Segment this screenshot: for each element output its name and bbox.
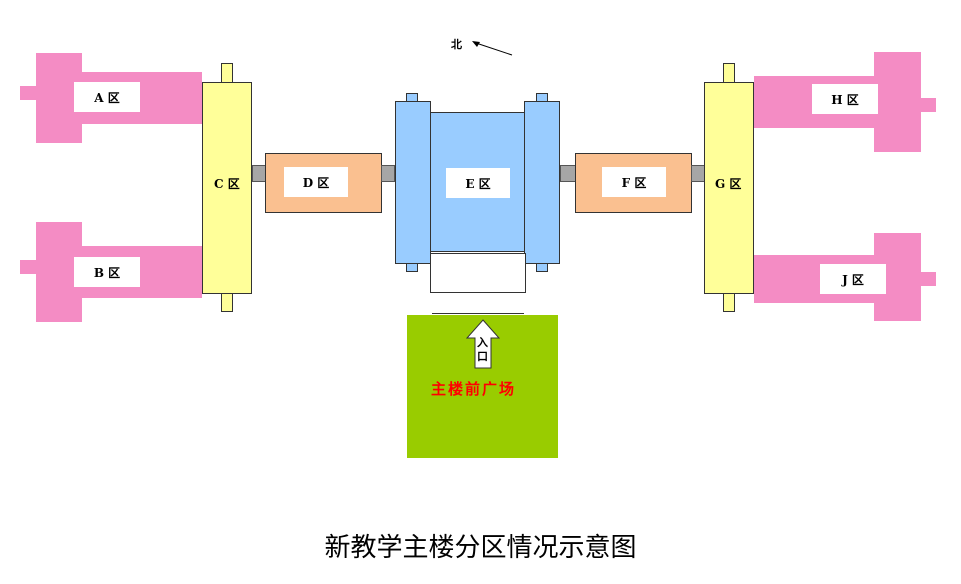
- zone-c-tab-top: [221, 63, 233, 83]
- connector-f-g: [691, 165, 705, 182]
- zone-h-outer: [874, 52, 921, 152]
- connector-d-e: [381, 165, 395, 182]
- zone-c-tab-bottom: [221, 292, 233, 312]
- zone-j-stub: [919, 272, 936, 286]
- zone-h-label: H 区: [812, 84, 878, 114]
- plaza-label: 主楼前广场: [431, 380, 517, 398]
- zone-f-label: F 区: [602, 167, 666, 197]
- zone-c-label: C 区: [214, 177, 240, 191]
- zone-b-stub: [20, 260, 40, 274]
- north-arrow-icon: [472, 41, 513, 56]
- zone-e-left: [395, 101, 431, 264]
- zone-b-label: B 区: [74, 257, 140, 287]
- zone-g-tab-bottom: [723, 292, 735, 312]
- zone-j-label: J 区: [820, 264, 886, 294]
- zone-h-stub: [919, 98, 936, 112]
- north-label: 北: [451, 38, 462, 51]
- entrance-hall: [430, 253, 526, 293]
- zone-g-block: [704, 82, 754, 294]
- entrance-arrow-icon: [465, 319, 501, 369]
- connector-c-d: [252, 165, 266, 182]
- zone-d-label: D 区: [284, 167, 348, 197]
- zone-a-stub: [20, 86, 40, 100]
- zone-e-right: [524, 101, 560, 264]
- connector-e-f: [560, 165, 576, 182]
- entrance-label-line2: 口: [477, 350, 488, 363]
- zone-e-label: E 区: [446, 168, 510, 198]
- zone-a-label: A 区: [74, 82, 140, 112]
- diagram-caption: 新教学主楼分区情况示意图: [324, 533, 637, 563]
- zone-g-label: G 区: [715, 177, 742, 191]
- entrance-label-line1: 入: [477, 336, 488, 349]
- zone-g-tab-top: [723, 63, 735, 83]
- entrance-step-line: [432, 313, 524, 314]
- zone-c-block: [202, 82, 252, 294]
